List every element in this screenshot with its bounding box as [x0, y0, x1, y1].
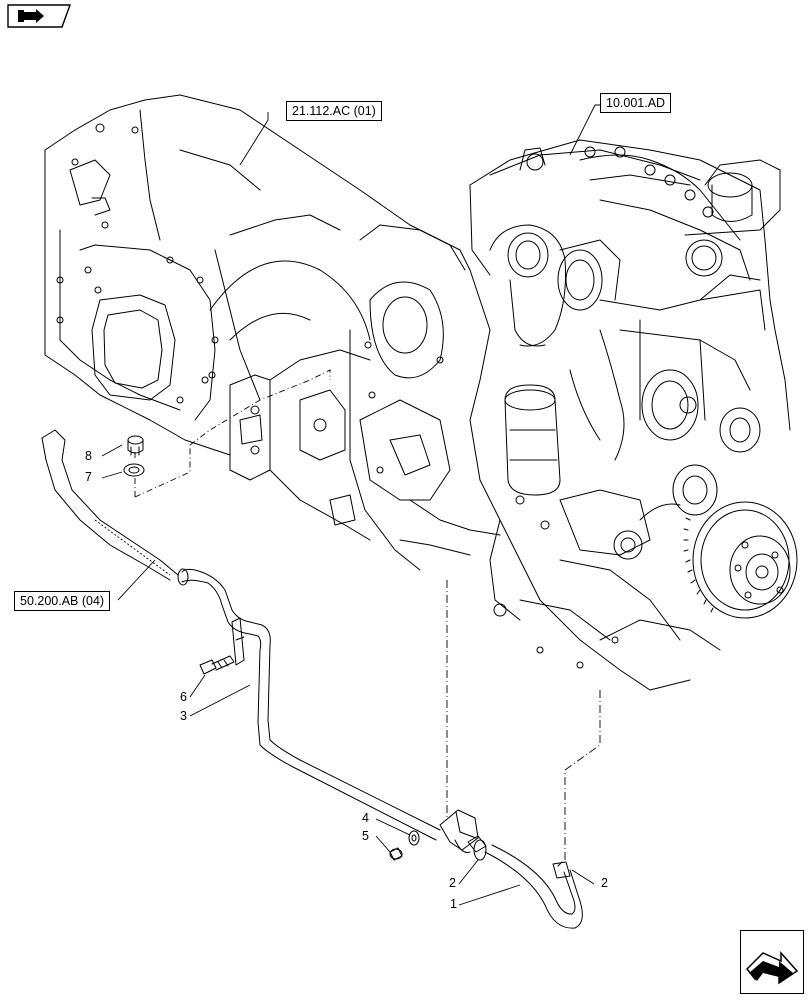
- book-arrow-button[interactable]: [6, 4, 71, 28]
- bolt-part-6: [199, 655, 235, 675]
- washer-part-7: [123, 463, 145, 477]
- hose-part-1: [467, 835, 583, 929]
- hose-upper-left: [41, 429, 179, 581]
- callout-1: 1: [450, 897, 457, 911]
- callout-2-left: 2: [449, 876, 456, 890]
- ref-engine-label[interactable]: 10.001.AD: [600, 93, 672, 113]
- callout-7: 7: [85, 470, 92, 484]
- callout-6: 6: [180, 690, 187, 704]
- callout-8: 8: [85, 449, 92, 463]
- ref-hydraulic-label[interactable]: 50.200.AB (04): [14, 591, 111, 611]
- callout-5: 5: [362, 829, 369, 843]
- callout-4: 4: [362, 811, 369, 825]
- callout-3: 3: [180, 709, 187, 723]
- next-page-arrow-icon: [745, 951, 799, 985]
- ref-transmission-label[interactable]: 21.112.AC (01): [286, 101, 382, 121]
- engine-block: [349, 139, 798, 691]
- book-arrow-icon: [7, 4, 71, 28]
- transmission-housing: [44, 94, 461, 541]
- plug-part-8: [127, 435, 144, 456]
- screw-part-5: [389, 847, 403, 861]
- next-page-button[interactable]: [740, 930, 804, 994]
- pipe-part-3: [177, 568, 479, 853]
- washer-part-4: [408, 830, 420, 846]
- callout-2-right: 2: [601, 876, 608, 890]
